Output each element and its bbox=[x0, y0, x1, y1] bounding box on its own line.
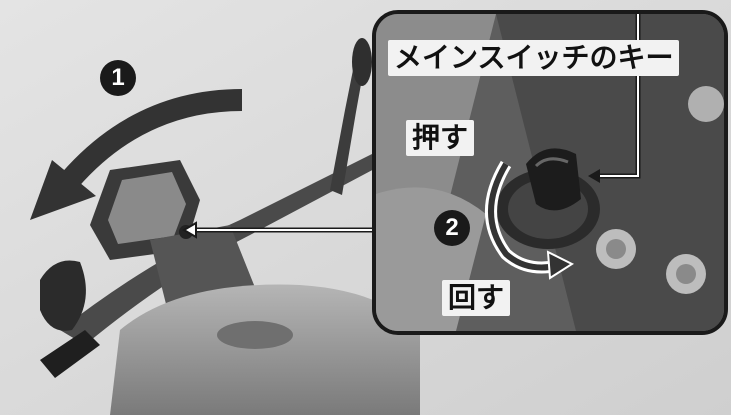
bolt bbox=[688, 86, 724, 122]
step-1-badge: 1 bbox=[100, 60, 136, 96]
arrow-head-left bbox=[30, 160, 96, 220]
handlebar bbox=[60, 150, 395, 345]
mirror-stem-right bbox=[330, 60, 365, 195]
key-pointer bbox=[588, 169, 600, 183]
ignition-closeup-inset: メインスイッチのキー 押す 回す 2 bbox=[372, 10, 728, 335]
grip-left bbox=[40, 330, 100, 378]
instrument-screen bbox=[108, 172, 186, 244]
step-2-badge: 2 bbox=[434, 210, 470, 246]
fuel-cap bbox=[217, 321, 293, 349]
leader-pointer bbox=[182, 221, 197, 239]
curved-arrow-left-icon bbox=[61, 89, 243, 188]
fuel-tank bbox=[110, 284, 420, 415]
arrow-head-right bbox=[546, 250, 575, 280]
turn-label: 回す bbox=[442, 280, 511, 316]
mirror-left bbox=[40, 260, 86, 331]
mirror-right bbox=[352, 38, 372, 86]
key-label: メインスイッチのキー bbox=[388, 40, 680, 76]
push-label: 押す bbox=[406, 120, 475, 156]
